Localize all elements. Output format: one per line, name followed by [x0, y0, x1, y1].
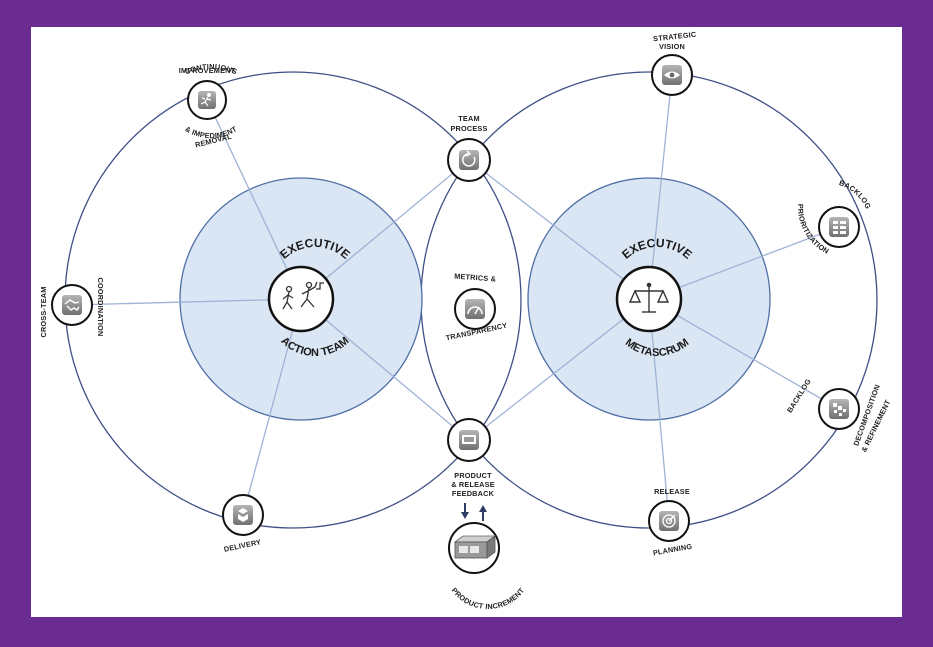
product-feedback-label-2: & RELEASE [451, 480, 495, 489]
product-box-icon [453, 535, 497, 559]
cross-team-node [51, 284, 93, 326]
team-process-label-2: PROCESS [450, 124, 487, 133]
eye-icon [664, 71, 680, 79]
blocks-icon [833, 403, 846, 416]
gauge-icon [467, 306, 483, 315]
backlog-decomposition-label-1: BACKLOG [785, 377, 813, 414]
screen-icon [462, 435, 476, 444]
team-process-label-1: TEAM [458, 114, 479, 123]
people-running-icon [282, 281, 324, 310]
left-center-node [267, 265, 335, 333]
handshake-icon [64, 299, 80, 311]
product-feedback-node [447, 418, 491, 462]
backlog-prioritization-label-1: BACKLOG [838, 178, 873, 210]
product-feedback-label-1: PRODUCT [454, 471, 492, 480]
scrum-diagram: EXECUTIVE ACTION TEAM EXECUTIVE [39, 30, 892, 611]
team-process-node [447, 138, 491, 182]
delivery-node [222, 494, 264, 536]
right-center-node [615, 265, 683, 333]
metrics-node [454, 288, 496, 330]
metrics-label-1: METRICS & [454, 272, 497, 284]
continuous-improvement-label-2: IMPROVEMENT [179, 66, 236, 75]
cycle-icon [462, 150, 476, 167]
spokes [71, 74, 840, 522]
strategic-vision-label-2: VISION [659, 42, 685, 51]
release-planning-label-1: RELEASE [654, 487, 690, 496]
boxes-icon [238, 508, 248, 522]
runner-icon [200, 92, 212, 107]
target-icon [662, 514, 676, 528]
diagram-canvas: EXECUTIVE ACTION TEAM EXECUTIVE [31, 27, 902, 617]
product-increment-node [448, 522, 500, 574]
coordination-label: COORDINATION [96, 277, 105, 336]
backlog-decomposition-node [818, 388, 860, 430]
delivery-label: DELIVERY [223, 537, 262, 554]
continuous-improvement-node [187, 80, 227, 120]
product-feedback-label-3: FEEDBACK [452, 489, 495, 498]
release-planning-node [648, 500, 690, 542]
backlog-prioritization-node [818, 206, 860, 248]
strategic-vision-node [651, 54, 693, 96]
feedback-arrows [461, 503, 487, 521]
cross-team-label: CROSS-TEAM [39, 286, 48, 337]
scales-icon [628, 282, 670, 313]
release-planning-label-2: PLANNING [652, 542, 693, 558]
product-increment-label: PRODUCT INCREMENT [450, 586, 526, 611]
list-icon [833, 221, 846, 234]
